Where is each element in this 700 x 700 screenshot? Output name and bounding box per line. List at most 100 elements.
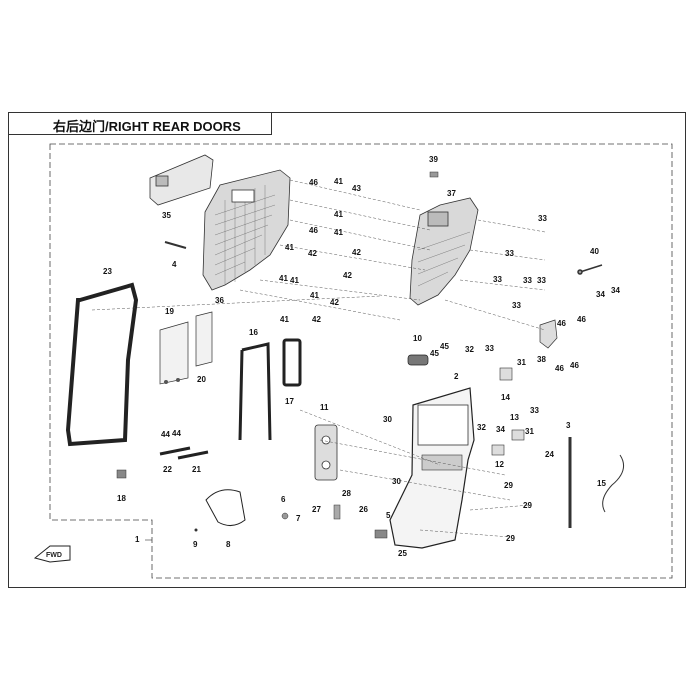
callout-46: 46 [309,226,318,235]
callout-15: 15 [597,479,606,488]
callout-13: 13 [510,413,519,422]
part-6-nut [281,512,289,520]
callout-29: 29 [504,481,513,490]
part-12-bracket [491,444,505,456]
part-37-inner-panel [409,197,479,306]
part-31b-bracket [511,429,525,441]
callout-27: 27 [312,505,321,514]
part-17-frame [282,338,302,387]
part-35-trim-panel [149,154,214,206]
callout-46: 46 [570,361,579,370]
callout-43: 43 [352,184,361,193]
callout-41: 41 [290,276,299,285]
callout-33: 33 [537,276,546,285]
callout-33: 33 [523,276,532,285]
callout-2: 2 [454,372,459,381]
callout-33: 33 [505,249,514,258]
callout-labels: 39 37 35 46 41 43 41 46 41 42 42 41 42 4… [103,155,620,558]
part-10-handle [407,354,429,366]
callout-46: 46 [557,319,566,328]
part-40-pin [577,264,603,275]
part-8-cover [205,489,246,526]
part-39-clip [429,171,439,178]
callout-8: 8 [226,540,231,549]
part-11-latch [314,424,338,481]
callout-33: 33 [538,214,547,223]
fwd-arrow-icon: FWD [33,545,71,563]
leader-lines [91,179,546,538]
part-22-strip [159,446,191,456]
callout-6: 6 [281,495,286,504]
title-box: 右后边门/RIGHT REAR DOORS [8,112,272,135]
part-23-seal [65,282,139,447]
callout-5: 5 [386,511,391,520]
callout-41: 41 [334,210,343,219]
callout-32: 32 [477,423,486,432]
callout-42: 42 [308,249,317,258]
callout-3: 3 [566,421,571,430]
callout-41: 41 [285,243,294,252]
callout-16: 16 [249,328,258,337]
callout-17: 17 [285,397,294,406]
callout-38: 38 [537,355,546,364]
callout-31: 31 [525,427,534,436]
callout-30: 30 [383,415,392,424]
part-36-inner-panel [202,169,291,291]
callout-34: 34 [611,286,620,295]
part-31-bracket [499,367,513,381]
callout-41: 41 [310,291,319,300]
part-2-outer-door [389,387,475,549]
diagram-title: 右后边门/RIGHT REAR DOORS [53,119,241,134]
callout-24: 24 [545,450,554,459]
part-21-strip [177,450,209,460]
callout-37: 37 [447,189,456,198]
callout-28: 28 [342,489,351,498]
callout-18: 18 [117,494,126,503]
callout-25: 25 [398,549,407,558]
callout-33: 33 [512,301,521,310]
callout-44: 44 [161,430,170,439]
part-15-cable [602,454,625,513]
callout-41: 41 [279,274,288,283]
callout-12: 12 [495,460,504,469]
callout-14: 14 [501,393,510,402]
callout-45: 45 [430,349,439,358]
callout-36: 36 [215,296,224,305]
callout-42: 42 [312,315,321,324]
part-20-glass [195,311,213,367]
callout-46: 46 [309,178,318,187]
callout-33: 33 [493,275,502,284]
callout-31: 31 [517,358,526,367]
callout-45: 45 [440,342,449,351]
callout-19: 19 [165,307,174,316]
assembly-boundary [49,143,673,579]
callout-26: 26 [359,505,368,514]
callout-33: 33 [485,344,494,353]
part-5-block [374,529,388,539]
diagram-frame [8,112,686,588]
part-9-screw [194,528,198,532]
callout-33: 33 [530,406,539,415]
part-38-bracket [539,319,558,349]
part-16-channel [238,342,272,441]
callout-34: 34 [596,290,605,299]
callout-41: 41 [334,228,343,237]
part-19-glass [159,321,189,385]
callout-4: 4 [172,260,177,269]
part-18-clip [116,469,127,479]
callout-32: 32 [465,345,474,354]
callout-39: 39 [429,155,438,164]
callout-41: 41 [334,177,343,186]
callout-29: 29 [506,534,515,543]
callout-20: 20 [197,375,206,384]
callout-7: 7 [296,514,301,523]
callout-23: 23 [103,267,112,276]
callout-1: 1 [135,535,140,544]
callout-42: 42 [343,271,352,280]
part-4-pin [164,241,187,249]
fwd-label: FWD [46,552,62,559]
callout-42: 42 [330,298,339,307]
callout-30: 30 [392,477,401,486]
part-28-pin [333,504,341,520]
